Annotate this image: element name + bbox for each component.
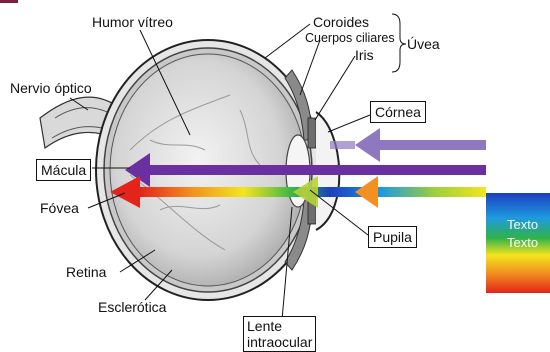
label-cuerpos-ciliares: Cuerpos ciliares (305, 30, 395, 46)
label-coroides: Coroides (313, 14, 369, 30)
label-pupila: Pupila (368, 226, 417, 248)
label-cornea: Córnea (370, 101, 426, 123)
label-lente-intraocular: Lente intraocular (243, 316, 316, 352)
label-uva: UV-A (505, 164, 532, 177)
label-iris: Iris (355, 47, 374, 63)
label-fovea: Fóvea (40, 200, 79, 216)
spectrum-text-2: Texto (507, 235, 538, 250)
label-retina: Retina (66, 264, 106, 280)
corner-accent (0, 0, 18, 3)
label-uvb: UV-B (505, 139, 532, 152)
label-humor-vitreo: Humor vítreo (92, 14, 173, 30)
uvb-beam (330, 128, 486, 162)
label-uvea: Úvea (407, 36, 440, 52)
label-nervio-optico: Nervio óptico (10, 80, 92, 96)
label-macula: Mácula (36, 159, 91, 181)
spectrum-text-1: Texto (507, 217, 538, 232)
label-esclerotica: Esclerótica (98, 299, 166, 315)
